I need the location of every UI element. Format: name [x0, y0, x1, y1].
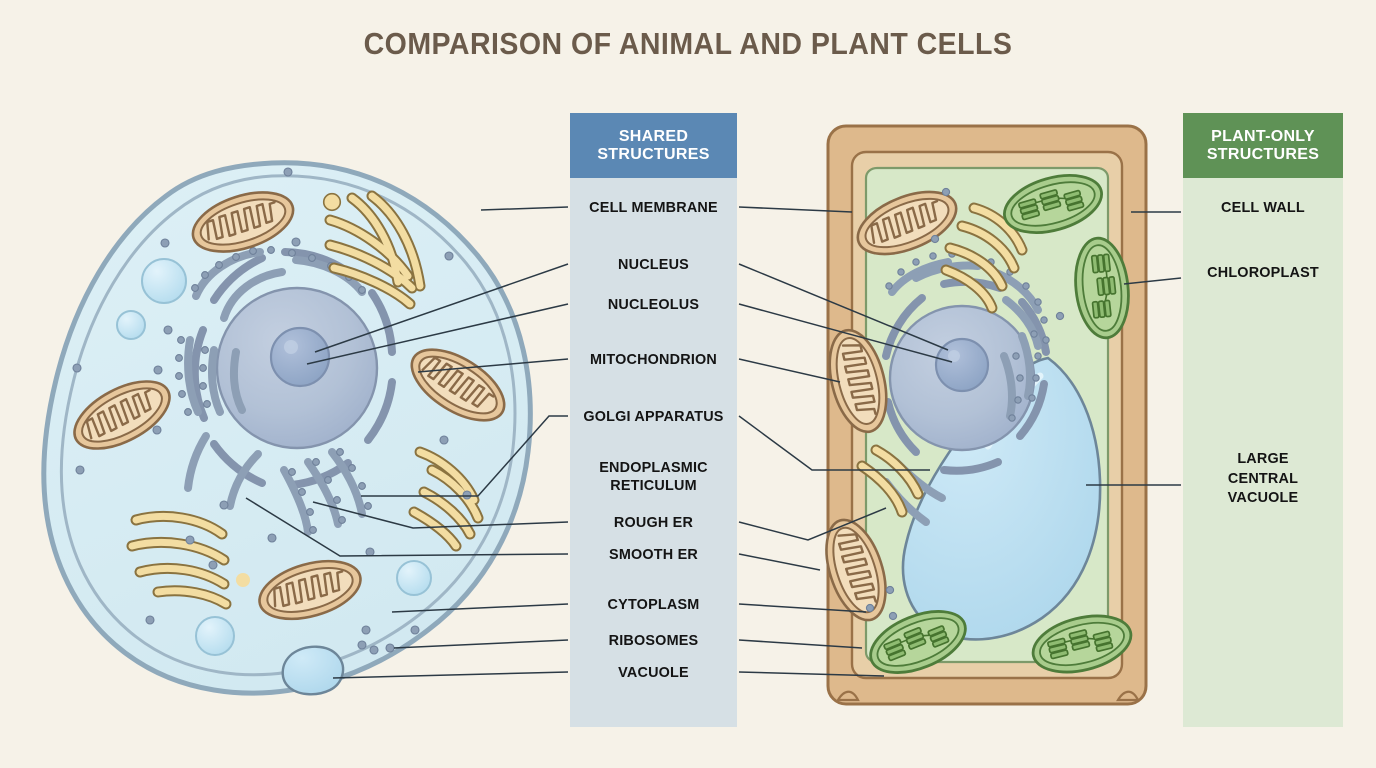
leader-golgi-plant [738, 415, 930, 471]
label-chloroplast[interactable]: CHLOROPLAST [1207, 264, 1319, 281]
plant-cell-group [813, 124, 1148, 706]
label-rough-er[interactable]: ROUGH ER [613, 514, 694, 531]
plant-only-structures-header: PLANT-ONLY STRUCTURES [1183, 113, 1343, 178]
vesicle-shape [141, 258, 187, 304]
label-vacuole[interactable]: VACUOLE [618, 664, 689, 681]
label-nucleolus[interactable]: NUCLEOLUS [607, 296, 700, 313]
leader-ribosomes-plant [738, 639, 863, 649]
plant-only-structures-column: PLANT-ONLY STRUCTURES [1183, 113, 1343, 727]
label-golgi-apparatus[interactable]: GOLGI APPARATUS [583, 408, 724, 425]
chloroplast-shape [1069, 234, 1135, 342]
mitochondrion-shape [62, 366, 182, 464]
leader-cell-membrane-plant [738, 206, 853, 213]
shared-structures-column: SHARED STRUCTURES [570, 113, 737, 727]
leader-vacuole-plant [738, 671, 885, 677]
ribosome-dots [865, 187, 1065, 621]
leader-rough-er-animal [312, 501, 569, 529]
golgi-apparatus-shape-2 [856, 444, 924, 518]
plant-header-line-2: STRUCTURES [1206, 146, 1320, 163]
vesicle-shape [396, 560, 432, 596]
nucleus-shape [888, 304, 1036, 452]
nucleus-shape [215, 286, 379, 450]
mitochondrion-shape [184, 179, 302, 265]
mitochondrion-shape [813, 511, 899, 629]
vacuole-shape [281, 645, 345, 696]
shared-header-line-2: STRUCTURES [597, 146, 710, 163]
leader-mitochondrion-plant [738, 358, 841, 383]
label-nucleus[interactable]: NUCLEUS [618, 256, 689, 273]
label-cell-membrane[interactable]: CELL MEMBRANE [589, 199, 718, 216]
vesicle-shape [195, 616, 235, 656]
label-ribosomes[interactable]: RIBOSOMES [608, 632, 699, 649]
animal-cell-group [41, 160, 533, 696]
mitochondrion-shape [398, 334, 518, 436]
leader-nucleus-plant [738, 263, 949, 351]
label-smooth-er[interactable]: SMOOTH ER [609, 546, 698, 563]
shared-header-line-1: SHARED [618, 128, 689, 146]
golgi-apparatus-shape [940, 202, 1028, 314]
label-cell-wall[interactable]: CELL WALL [1221, 199, 1305, 216]
leader-smooth-er-plant [738, 553, 821, 571]
leader-golgi-animal [361, 415, 568, 497]
golgi-apparatus-shape [322, 190, 426, 310]
leader-vacuole-animal [332, 671, 569, 679]
mitochondrion-shape [251, 549, 369, 631]
leader-nucleolus-animal [306, 303, 569, 365]
leader-chloroplast [1123, 277, 1182, 285]
nucleolus-shape [934, 337, 990, 393]
ribosome-dots [72, 167, 472, 655]
mitochondrion-shape [847, 178, 967, 268]
chloroplast-shape [860, 597, 976, 687]
leader-smooth-er-animal [245, 497, 569, 557]
smooth-er-shape [184, 432, 262, 510]
leader-nucleus-animal [314, 263, 569, 353]
leader-nucleolus-plant [738, 303, 953, 363]
chloroplast-shape [1025, 605, 1139, 683]
leader-cytoplasm-plant [738, 603, 867, 613]
leader-cytoplasm-animal [391, 603, 569, 613]
nucleolus-shape [269, 326, 331, 388]
large-central-vacuole-shape [901, 356, 1102, 641]
shared-structures-header: SHARED STRUCTURES [570, 113, 737, 178]
chloroplast-shape [996, 163, 1110, 245]
leader-ribosomes-animal [393, 639, 569, 649]
leader-cell-membrane-animal [480, 206, 569, 211]
page-title: COMPARISON OF ANIMAL AND PLANT CELLS [363, 26, 1013, 61]
label-mitochondrion[interactable]: MITOCHONDRION [589, 351, 718, 368]
rough-er-shape [175, 246, 372, 536]
leader-mitochondrion-animal [417, 358, 569, 373]
plant-header-line-1: PLANT-ONLY [1211, 128, 1315, 146]
mitochondrion-shape [818, 322, 898, 440]
golgi-apparatus-shape-2 [126, 510, 232, 610]
golgi-apparatus-shape-3 [408, 446, 484, 552]
label-cytoplasm[interactable]: CYTOPLASM [607, 596, 700, 613]
vesicle-shape [116, 310, 146, 340]
rough-er-shape [882, 250, 1050, 526]
leader-rough-er-plant [738, 507, 887, 541]
